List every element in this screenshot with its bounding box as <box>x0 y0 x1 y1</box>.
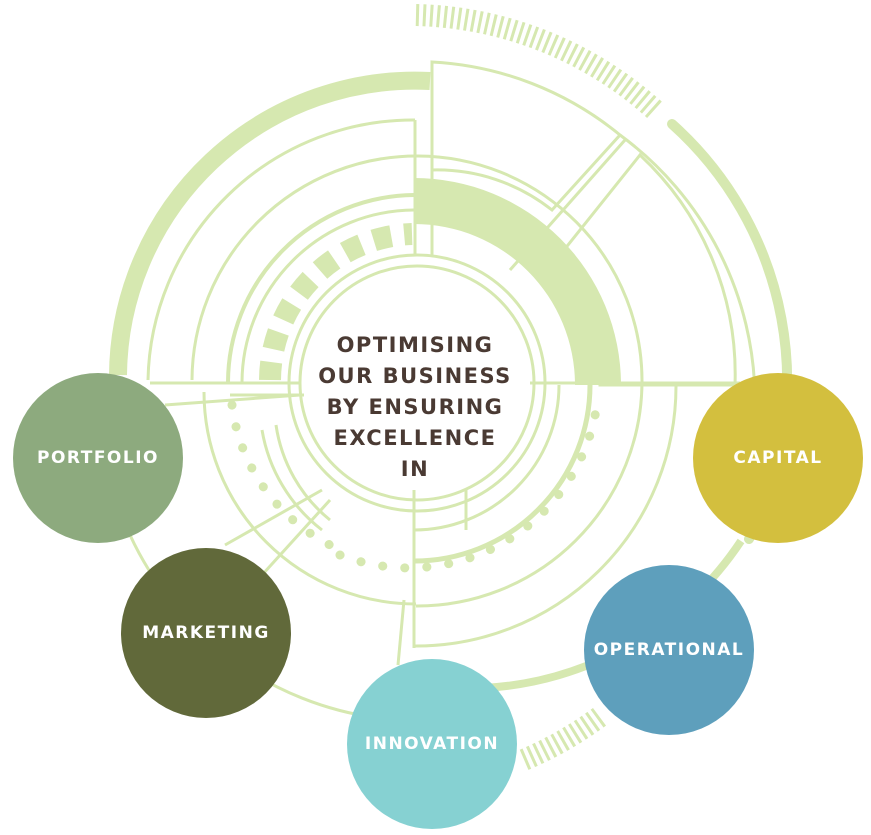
tick-arc-bottom <box>517 707 607 771</box>
center-line-4: EXCELLENCE <box>333 426 497 450</box>
center-line-5: IN <box>400 457 430 481</box>
filled-quarter-band <box>414 178 621 385</box>
outer-thin-arc <box>619 133 757 401</box>
portfolio-label: PORTFOLIO <box>36 448 159 468</box>
line-diag-lower-2 <box>260 498 332 577</box>
inner-ring-c <box>413 384 593 564</box>
center-line-3: BY ENSURING <box>326 395 504 419</box>
wedge-outline <box>430 60 623 213</box>
innovation-node[interactable]: INNOVATION <box>347 659 517 829</box>
outer-arc-left <box>109 71 431 376</box>
inner-ring-b <box>240 208 415 384</box>
portfolio-node[interactable]: PORTFOLIO <box>13 373 183 543</box>
line-v-small <box>396 599 406 666</box>
mid-thin-ring-2 <box>202 391 417 606</box>
operational-node[interactable]: OPERATIONAL <box>584 565 754 735</box>
line-diag-lower <box>224 488 323 547</box>
marketing-label: MARKETING <box>142 623 270 643</box>
lower-inner-arc-2 <box>274 424 331 522</box>
innovation-label: INNOVATION <box>364 734 500 754</box>
center-line-1: OPTIMISING <box>336 333 494 357</box>
center-title: OPTIMISING OUR BUSINESS BY ENSURING EXCE… <box>300 330 530 485</box>
center-line-2: OUR BUSINESS <box>318 364 512 388</box>
inner-ring-a <box>226 193 415 384</box>
outer-thin-arc-left <box>146 118 416 381</box>
dot-arc-left <box>227 400 335 550</box>
lower-right-arc <box>412 385 678 648</box>
inner-ring-d <box>413 384 561 532</box>
marketing-node[interactable]: MARKETING <box>121 548 291 718</box>
operational-label: OPERATIONAL <box>593 640 745 660</box>
mid-thin-ring <box>190 154 644 608</box>
capital-label: CAPITAL <box>733 448 823 468</box>
dash-arc <box>259 223 413 381</box>
line-left-lower <box>164 393 301 407</box>
capital-node[interactable]: CAPITAL <box>693 373 863 543</box>
dot-arc-bottom <box>335 390 603 573</box>
